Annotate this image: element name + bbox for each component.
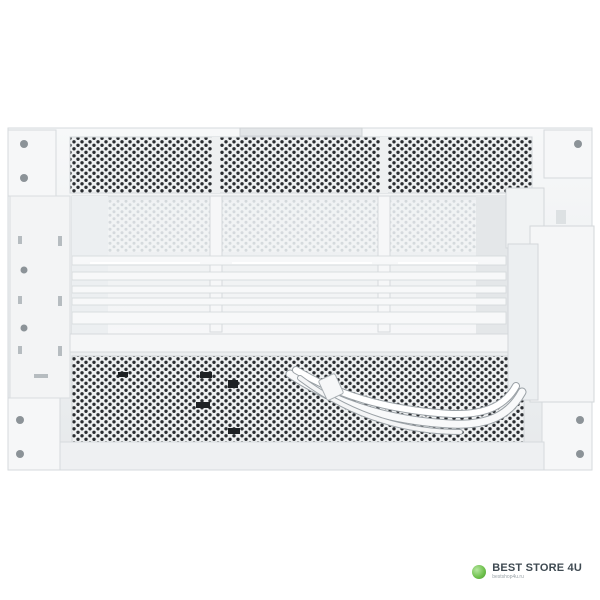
top-handle bbox=[239, 127, 363, 137]
cable-connector bbox=[318, 373, 344, 401]
corner-bracket-bottom-left bbox=[7, 397, 61, 471]
mesh-cutouts bbox=[118, 372, 240, 434]
corner-bracket-bottom-right bbox=[541, 397, 593, 471]
psu-shroud bbox=[505, 187, 595, 403]
left-side-rail bbox=[9, 195, 71, 399]
floor-ledge bbox=[69, 333, 511, 353]
corner-bracket-top-right bbox=[543, 129, 593, 179]
bottom-base bbox=[59, 441, 545, 471]
watermark-subtitle: bestshop4u.ru bbox=[492, 574, 524, 580]
top-mesh bbox=[70, 137, 532, 193]
corner-bracket-top-left bbox=[7, 129, 57, 197]
watermark-title: BEST STORE 4U bbox=[492, 562, 582, 574]
store-watermark: BEST STORE 4U bestshop4u.ru bbox=[472, 563, 582, 580]
store-logo-icon bbox=[472, 564, 487, 579]
inner-cavity bbox=[71, 195, 509, 337]
